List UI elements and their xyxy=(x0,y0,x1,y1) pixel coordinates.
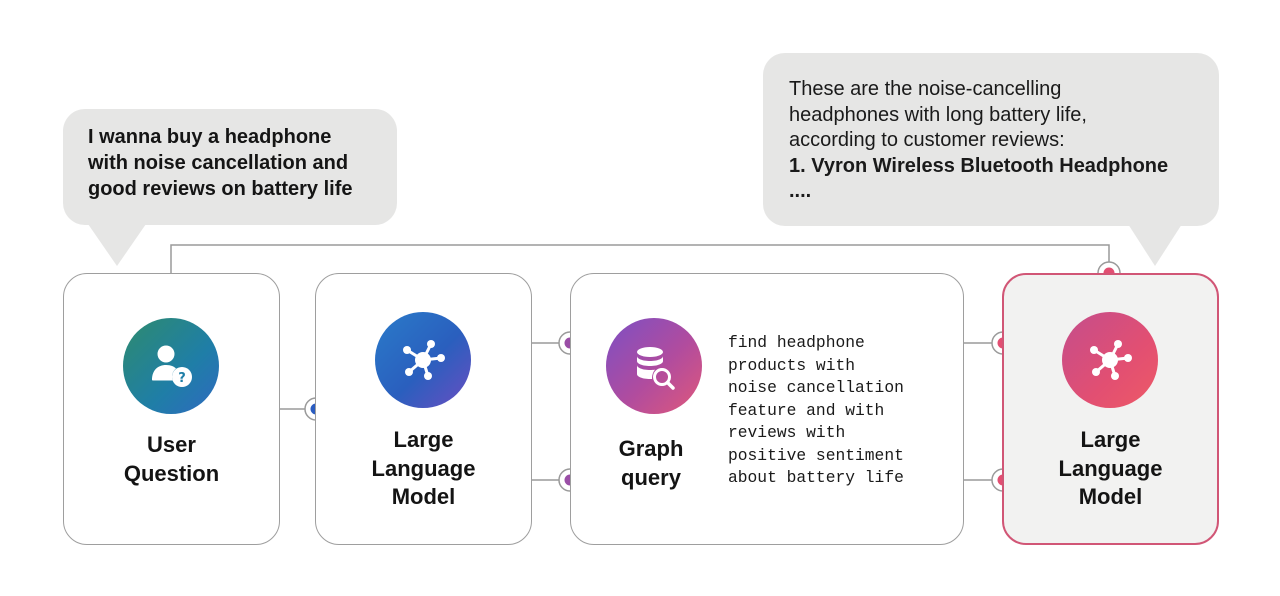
query-line: products with xyxy=(728,355,856,375)
answer-ellipsis: .... xyxy=(789,180,812,202)
answer-bubble-line: These are the noise-cancelling xyxy=(789,78,1062,100)
answer-bubble-tail xyxy=(1128,224,1182,266)
graph-query-text: find headphone products with noise cance… xyxy=(728,332,958,490)
database-search-icon xyxy=(606,318,702,414)
label-line: User xyxy=(147,432,196,457)
question-to-final-llm-line xyxy=(170,244,1110,273)
label-line: Model xyxy=(1078,484,1143,509)
label-line: Model xyxy=(391,484,456,509)
answer-bubble: These are the noise-cancelling headphone… xyxy=(763,53,1219,226)
label-line: Language xyxy=(371,455,476,481)
user-question-label: User Question xyxy=(63,431,280,488)
user-bubble-line: good reviews on battery life xyxy=(88,178,353,200)
query-line: noise cancellation xyxy=(728,378,904,397)
user-question-bubble: I wanna buy a headphone with noise cance… xyxy=(63,109,397,225)
label-line: Graph xyxy=(618,436,684,461)
network-hub-icon xyxy=(1062,312,1158,408)
answer-bubble-line: according to customer reviews: xyxy=(789,129,1065,151)
network-hub-icon xyxy=(375,312,471,408)
graph-query-label: Graph query xyxy=(586,435,716,492)
llm-first-label: Large Language Model xyxy=(315,426,532,512)
query-line: feature and with xyxy=(728,400,885,420)
llm-final-label: Large Language Model xyxy=(1002,426,1219,512)
label-line: Large xyxy=(393,427,454,452)
label-line: Language xyxy=(1058,455,1163,481)
query-line: positive sentiment xyxy=(728,445,904,465)
query-line: find headphone xyxy=(728,333,865,352)
label-line: Large xyxy=(1080,427,1141,452)
answer-product-item: 1. Vyron Wireless Bluetooth Headphone xyxy=(789,154,1169,177)
user-question-icon: ? xyxy=(123,318,219,414)
label-line: Question xyxy=(123,460,220,486)
user-bubble-line: with noise cancellation and xyxy=(88,152,349,174)
user-bubble-line: I wanna buy a headphone xyxy=(88,126,332,148)
svg-text:?: ? xyxy=(178,371,186,386)
user-bubble-tail xyxy=(88,224,146,266)
query-line: reviews with xyxy=(728,423,846,442)
answer-bubble-line: headphones with long battery life, xyxy=(789,103,1087,126)
query-line: about battery life xyxy=(728,468,904,487)
label-line: query xyxy=(621,464,681,490)
